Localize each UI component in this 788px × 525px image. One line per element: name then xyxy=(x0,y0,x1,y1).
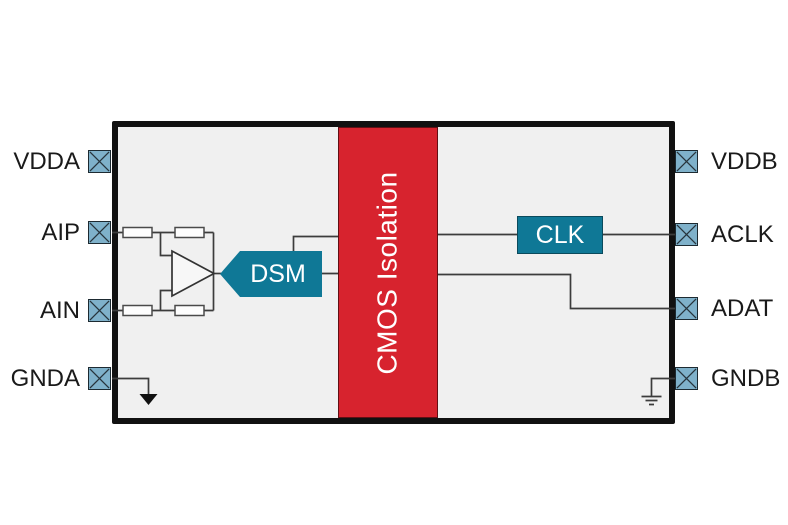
pin-label-gndb: GNDB xyxy=(711,365,781,392)
pin-ain xyxy=(88,299,111,322)
pin-label-aip: AIP xyxy=(41,219,80,246)
x-box-pin-icon xyxy=(676,151,697,172)
x-box-pin-icon xyxy=(89,151,110,172)
x-box-pin-icon xyxy=(676,368,697,389)
dsm-label: DSM xyxy=(250,259,306,288)
pin-gnda xyxy=(88,367,111,390)
clk-block: CLK xyxy=(517,216,603,254)
pin-label-vdda: VDDA xyxy=(13,148,80,175)
isolation-label: CMOS Isolation xyxy=(372,170,404,375)
clk-label: CLK xyxy=(535,220,585,249)
pin-label-gnda: GNDA xyxy=(10,365,80,392)
pin-aclk xyxy=(675,223,698,246)
dsm-block: DSM xyxy=(220,251,322,297)
x-box-pin-icon xyxy=(89,368,110,389)
pin-adat xyxy=(675,297,698,320)
x-box-pin-icon xyxy=(676,298,697,319)
x-box-pin-icon xyxy=(89,300,110,321)
pin-vdda xyxy=(88,150,111,173)
pin-label-vddb: VDDB xyxy=(711,148,778,175)
x-box-pin-icon xyxy=(676,224,697,245)
pin-vddb xyxy=(675,150,698,173)
isolation-barrier: CMOS Isolation xyxy=(338,127,438,418)
pin-gndb xyxy=(675,367,698,390)
x-box-pin-icon xyxy=(89,222,110,243)
pin-label-ain: AIN xyxy=(39,297,80,324)
pin-aip xyxy=(88,221,111,244)
pin-label-aclk: ACLK xyxy=(711,221,774,248)
pin-label-adat: ADAT xyxy=(711,295,774,322)
